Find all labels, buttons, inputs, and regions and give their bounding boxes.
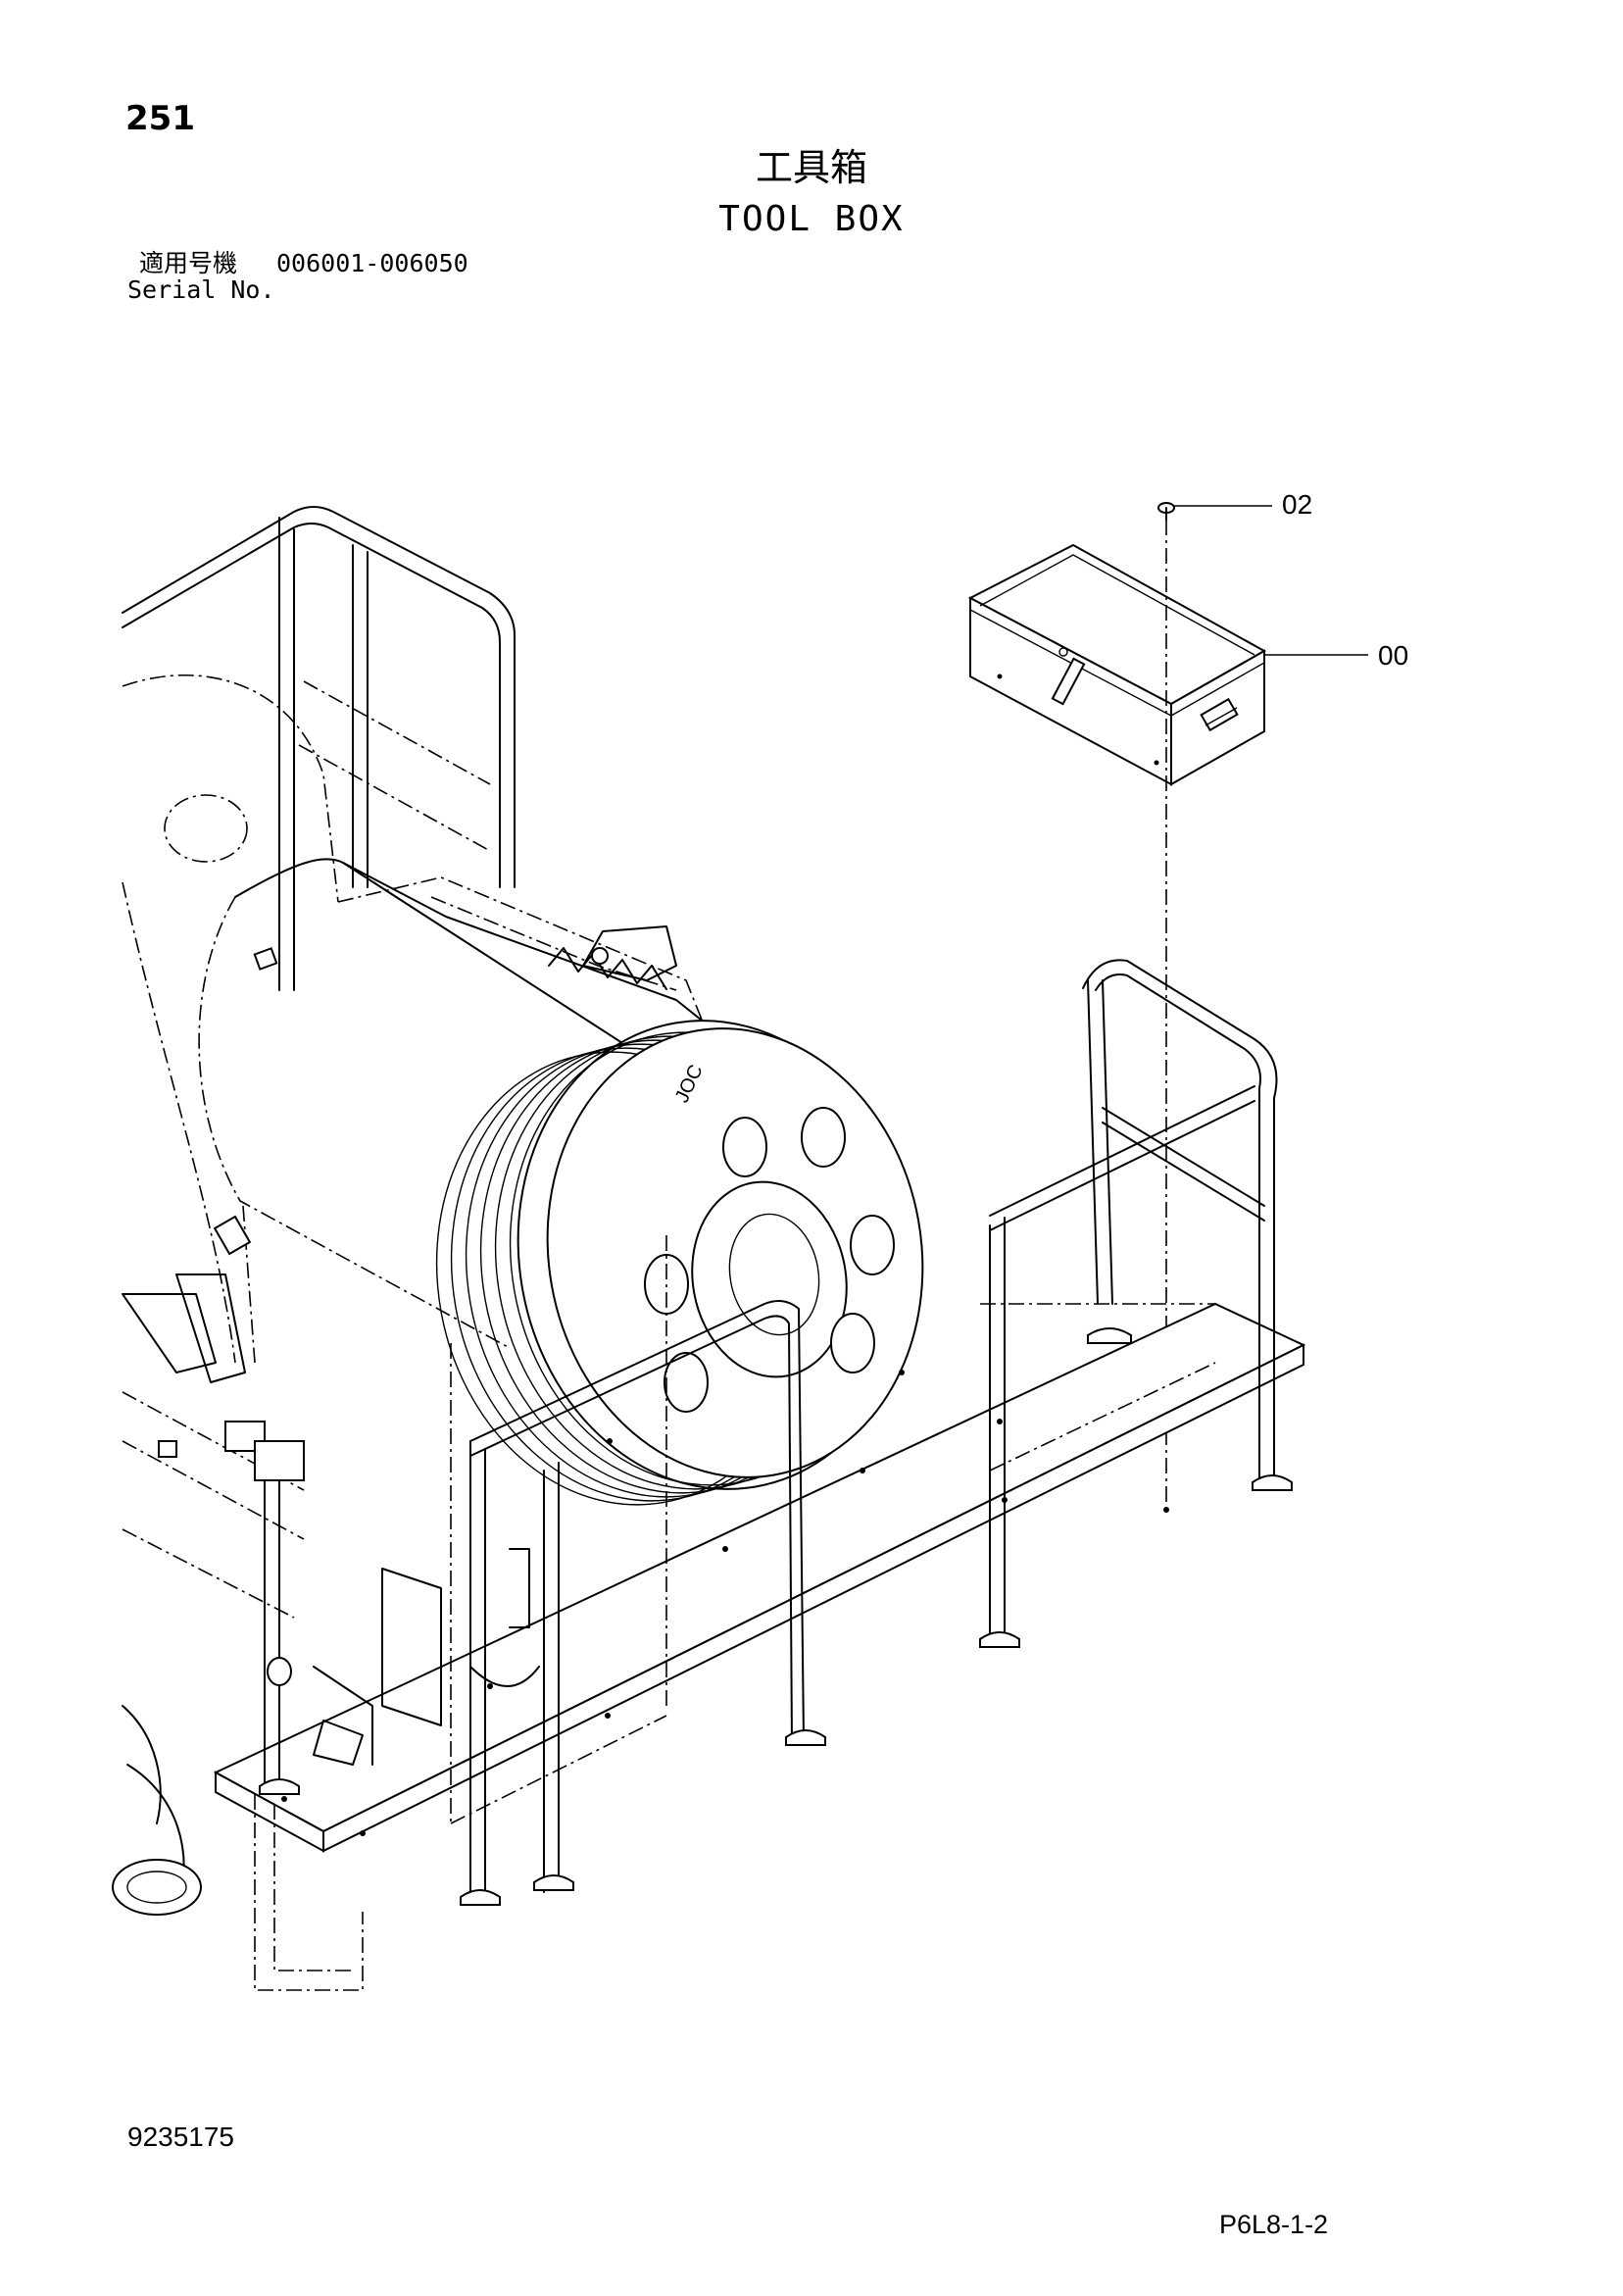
page-code: P6L8-1-2 xyxy=(1219,2210,1329,2239)
tool-box-part xyxy=(967,543,1267,786)
page-title-english: TOOL BOX xyxy=(718,199,905,239)
bolt-part xyxy=(1157,502,1175,521)
serial-range: 006001-006050 xyxy=(276,249,468,277)
callout-00: 00 xyxy=(1378,640,1408,671)
callout-02: 02 xyxy=(1282,489,1312,520)
left-side-components xyxy=(112,1273,442,1916)
serial-label-english: Serial No. xyxy=(127,275,275,304)
back-railing xyxy=(122,506,516,991)
serial-label-japanese: 適用号機 xyxy=(139,249,238,277)
page-number: 251 xyxy=(125,99,195,138)
page-title-japanese: 工具箱 xyxy=(755,146,867,189)
front-railing xyxy=(259,959,1293,1906)
drawing-number: 9235175 xyxy=(127,2121,235,2152)
platform-base xyxy=(213,1235,1306,1991)
